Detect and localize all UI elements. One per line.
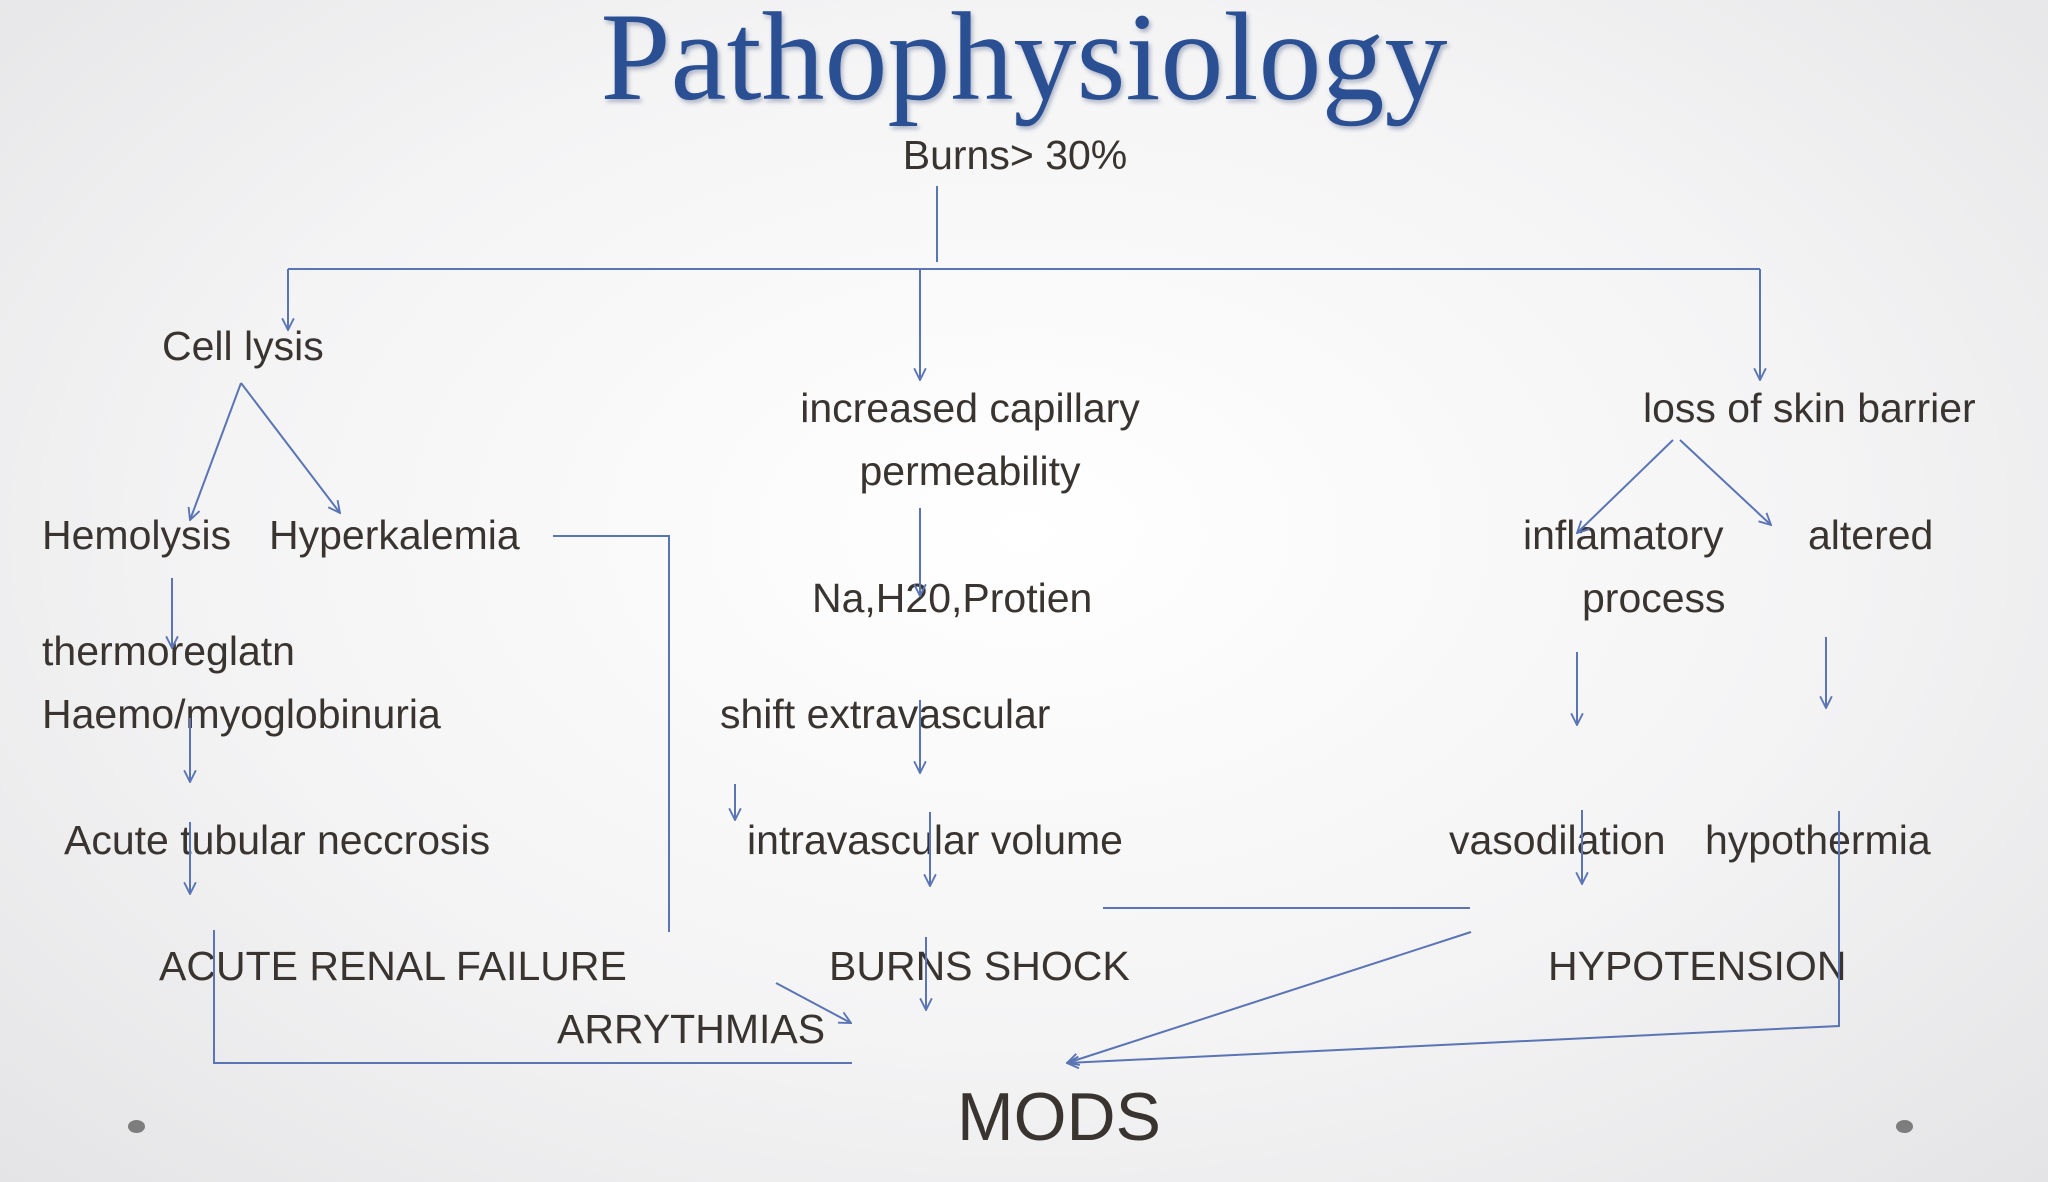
node-loss-of-skin-barrier: loss of skin barrier: [1643, 385, 1976, 431]
node-capillary-permeability-line2: permeability: [859, 448, 1081, 494]
node-na-h2o-protein: Na,H20,Protien: [812, 575, 1093, 621]
connector-cell-lysis-to-hemolysis: [190, 382, 242, 520]
node-acute-tubular-necrosis: Acute tubular neccrosis: [64, 817, 491, 863]
slide-bullet-right: [1896, 1120, 1913, 1133]
node-shift-extravascular: shift extravascular: [720, 691, 1051, 737]
node-capillary-permeability-line1: increased capillary: [800, 385, 1140, 431]
connector-hyperkalemia-bracket: [553, 535, 670, 932]
node-mods: MODS: [957, 1079, 1161, 1155]
node-vasodilation: vasodilation: [1449, 817, 1666, 863]
node-hyperkalemia: Hyperkalemia: [269, 512, 520, 558]
node-acute-renal-failure: ACUTE RENAL FAILURE: [159, 943, 627, 989]
node-intravascular-volume: intravascular volume: [747, 817, 1123, 863]
node-hypotension: HYPOTENSION: [1548, 943, 1847, 989]
slide-bullet-left: [128, 1120, 145, 1133]
node-burns-30: Burns> 30%: [902, 132, 1128, 178]
node-altered: altered: [1808, 512, 1934, 558]
connector-cell-lysis-to-hyperkalemia: [240, 382, 340, 513]
node-inflammatory: inflamatory: [1523, 512, 1724, 558]
node-hypothermia: hypothermia: [1705, 817, 1931, 863]
slide-title: Pathophysiology: [600, 0, 1448, 127]
node-burns-shock: BURNS SHOCK: [829, 943, 1130, 989]
node-myoglobinuria: Haemo/myoglobinuria: [42, 691, 441, 737]
node-cell-lysis: Cell lysis: [162, 323, 324, 369]
node-thermoregulation: thermoreglatn: [42, 628, 295, 674]
node-arrythmias: ARRYTHMIAS: [557, 1006, 826, 1052]
node-hemolysis: Hemolysis: [42, 512, 232, 558]
node-process: process: [1582, 575, 1726, 621]
